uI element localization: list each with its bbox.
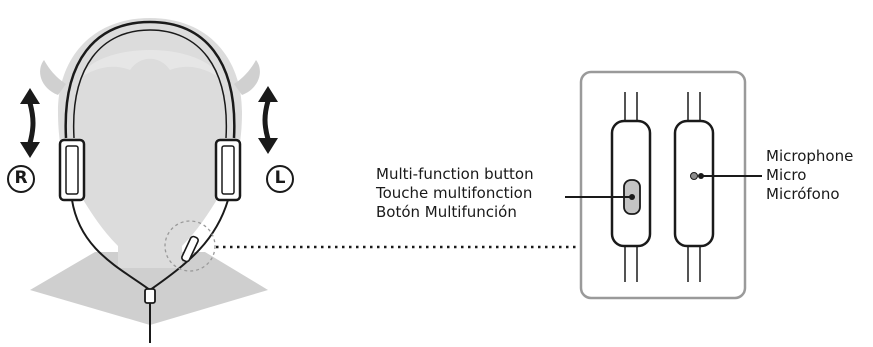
label-spanish: Botón Multifunción bbox=[376, 203, 517, 221]
circled-letter-icon: R bbox=[7, 165, 35, 193]
inset-remote-mic-side bbox=[673, 119, 715, 248]
earcup-left-pad bbox=[221, 145, 235, 195]
microphone-label: Microphone Micro Micrófono bbox=[766, 147, 853, 204]
headband bbox=[64, 20, 236, 139]
hair-right-tuft bbox=[234, 60, 260, 95]
label-french: Micro bbox=[766, 166, 807, 184]
hair-detail bbox=[78, 50, 222, 80]
button-leader-dot bbox=[629, 194, 635, 200]
cable-splitter bbox=[144, 288, 156, 304]
circled-letter-icon: L bbox=[266, 165, 294, 193]
cable-left bbox=[149, 199, 229, 291]
remote-inset-panel bbox=[579, 70, 747, 300]
vertical-double-arrow-icon bbox=[20, 88, 40, 158]
label-spanish: Micrófono bbox=[766, 185, 840, 203]
hair-left-tuft bbox=[40, 60, 66, 95]
cable-remote bbox=[181, 235, 199, 263]
head-silhouette bbox=[58, 18, 242, 268]
mic-leader-dot bbox=[698, 173, 704, 179]
headband-inner bbox=[72, 29, 228, 139]
label-english: Microphone bbox=[766, 147, 854, 165]
label-english: Multi-function button bbox=[376, 165, 534, 183]
label-french: Touche multifonction bbox=[376, 184, 533, 202]
earcup-right bbox=[58, 138, 86, 202]
microphone-hole bbox=[690, 172, 698, 180]
multi-function-button-label: Multi-function button Touche multifoncti… bbox=[376, 165, 534, 222]
vertical-double-arrow-icon bbox=[258, 86, 278, 154]
earcup-right-pad bbox=[65, 145, 79, 195]
cable-right bbox=[71, 199, 151, 291]
earcup-left bbox=[214, 138, 242, 202]
remote-highlight-ring bbox=[164, 220, 216, 272]
